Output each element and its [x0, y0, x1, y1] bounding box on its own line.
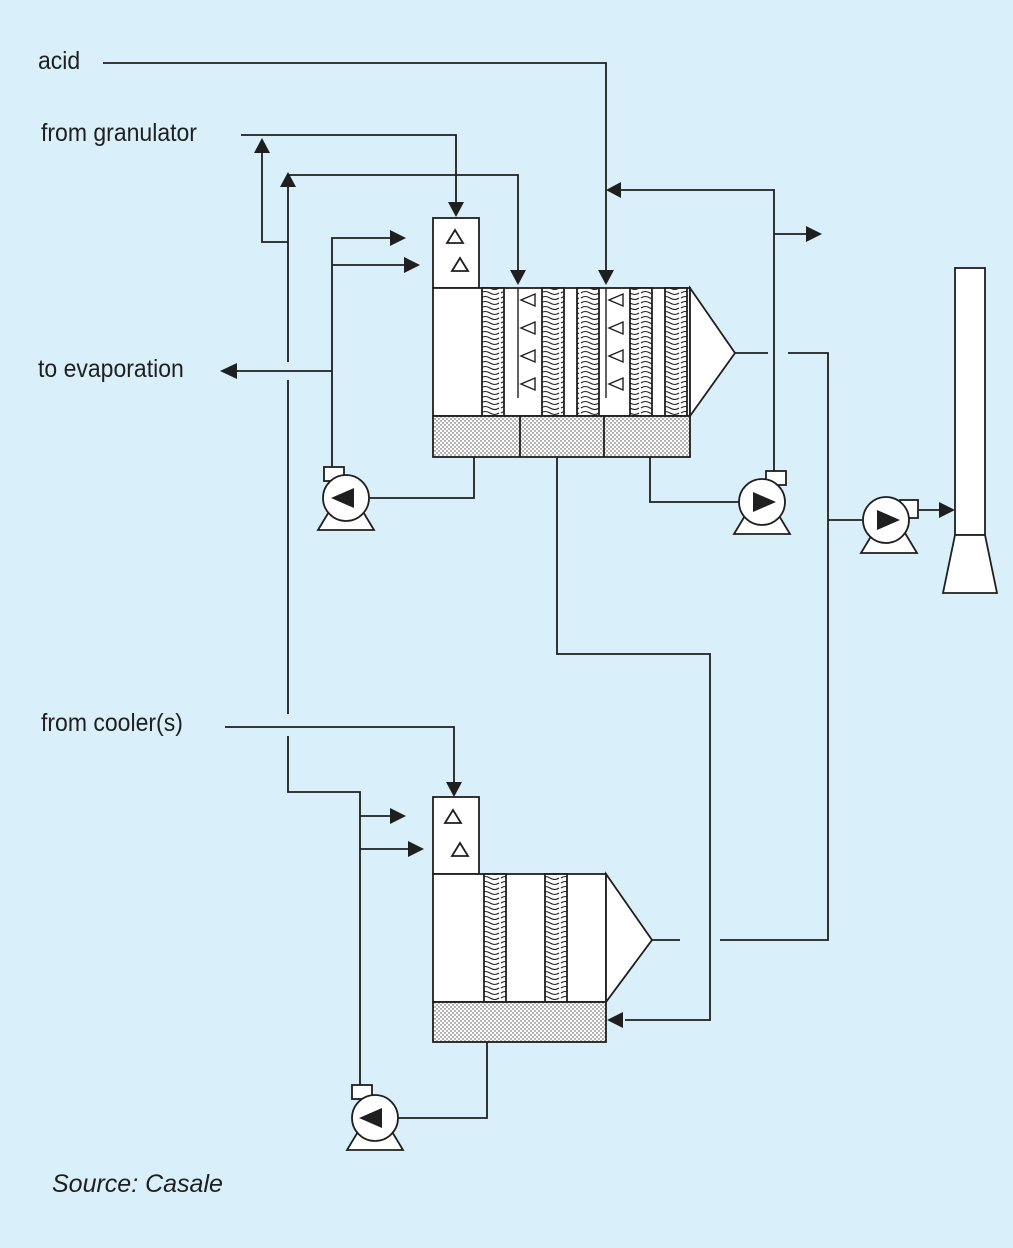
- sump-transfer-line: [556, 457, 711, 1021]
- coolers-line: [225, 726, 455, 786]
- label-acid: acid: [38, 47, 81, 75]
- arrow-icon: [220, 138, 955, 1028]
- pump3-suction-line: [390, 1042, 488, 1119]
- pump-icon: [316, 466, 376, 531]
- lower-scrubber: [432, 796, 654, 1043]
- label-from-coolers: from cooler(s): [41, 709, 183, 737]
- acid-line: [103, 62, 607, 275]
- top-feed-line: [287, 174, 519, 275]
- upper-scrubber: [432, 217, 737, 458]
- label-from-granulator: from granulator: [41, 119, 197, 147]
- pump1-suction-line: [360, 457, 475, 499]
- label-to-evaporation: to evaporation: [38, 355, 184, 383]
- granulator-return-line: [261, 148, 288, 243]
- source-caption: Source: Casale: [52, 1170, 223, 1198]
- pump-icon: [345, 1084, 405, 1151]
- pump-icon: [732, 470, 792, 535]
- pump2-discharge-line: [620, 189, 775, 475]
- pump2-suction-line: [649, 457, 744, 503]
- pump1-discharge-line: [331, 237, 404, 480]
- stack-icon: [941, 267, 999, 594]
- pump-icon: [859, 496, 919, 554]
- nozzle-icon: [519, 292, 624, 392]
- granulator-line: [241, 134, 457, 207]
